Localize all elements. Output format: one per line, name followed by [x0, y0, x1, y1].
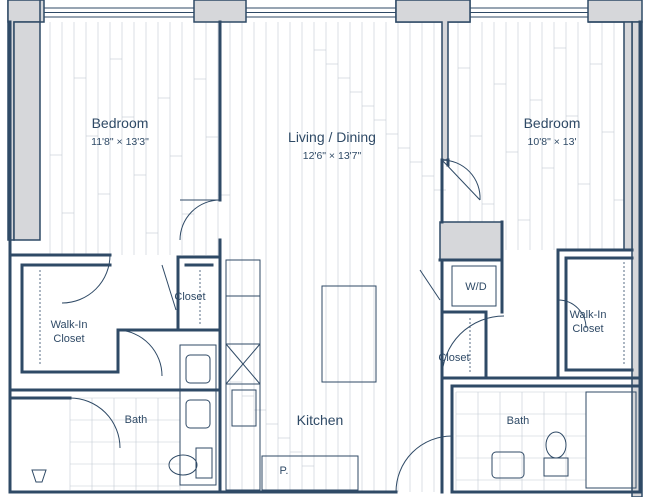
pantry-label: P. [280, 465, 289, 477]
kitchen-fixtures [225, 259, 377, 491]
walkin-left-label-2: Closet [53, 333, 84, 345]
washer-dryer [451, 265, 497, 307]
bedroom-right-label: Bedroom [524, 115, 581, 131]
closet-right-label: Closet [438, 352, 469, 364]
kitchen-label: Kitchen [297, 412, 344, 428]
walkin-right-label-2: Closet [572, 323, 603, 335]
living-dining-dims: 12'6" × 13'7" [303, 150, 362, 162]
doors [61, 159, 587, 493]
bedroom-right-dims: 10'8" × 13' [528, 136, 577, 148]
bath-right-fixtures [491, 391, 637, 489]
walkin-right-label-1: Walk-In [570, 309, 607, 321]
bath-right-label: Bath [507, 415, 530, 427]
bedroom-left-dims: 11'8" × 13'3" [91, 136, 149, 148]
room-labels: Bedroom 11'8" × 13'3" Living / Dining 12… [51, 115, 607, 477]
bath-left-label: Bath [125, 414, 148, 426]
closet-left-label: Closet [174, 291, 205, 303]
living-dining-label: Living / Dining [288, 129, 376, 145]
bath-left-fixtures [31, 344, 217, 486]
wd-label: W/D [465, 281, 486, 293]
windows-top [43, 7, 589, 18]
walkin-left-label-1: Walk-In [51, 319, 88, 331]
closet-rods [39, 262, 625, 372]
bedroom-left-label: Bedroom [92, 115, 149, 131]
